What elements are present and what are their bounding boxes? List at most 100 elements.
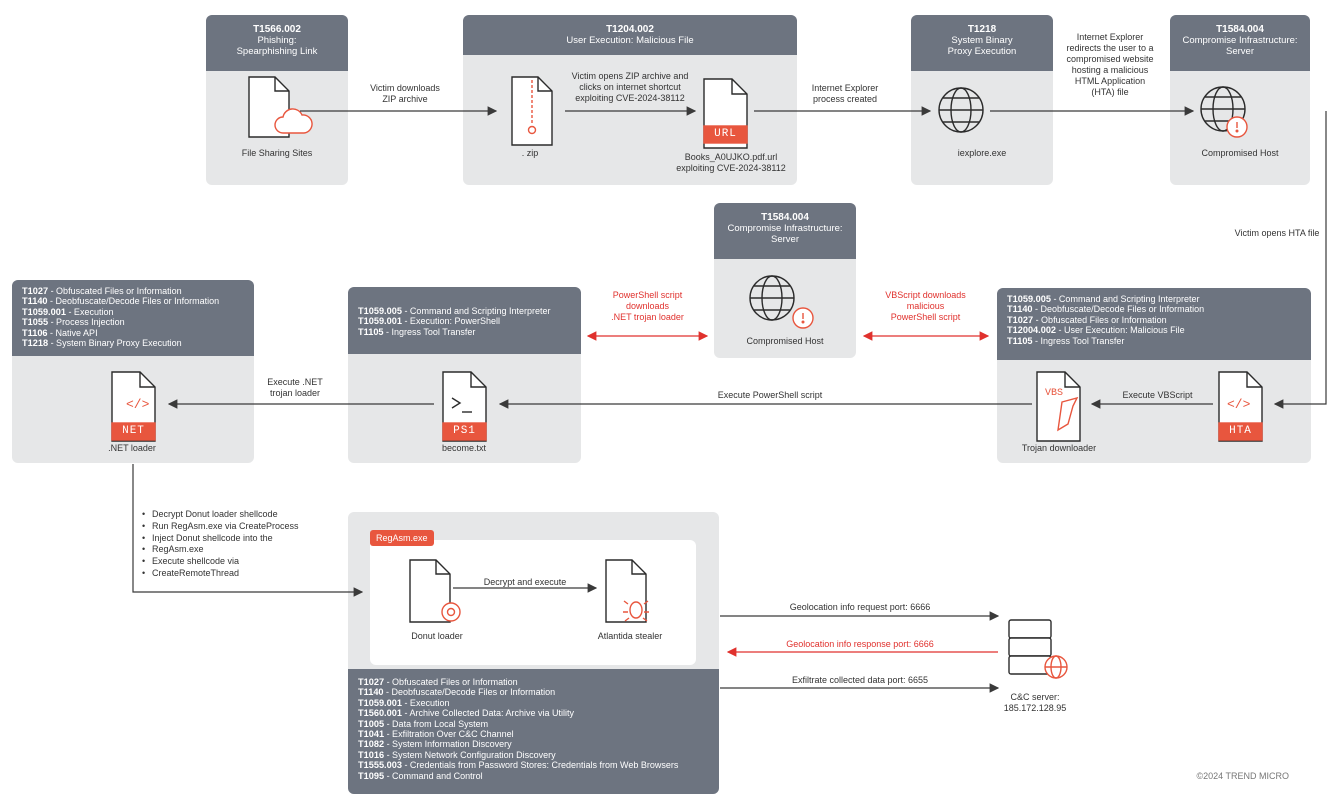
label-line: Internet Explorer: [811, 83, 879, 93]
technique-code: T1055: [22, 317, 49, 328]
technique-row: T1059.001 - Execution: [22, 307, 244, 317]
technique-row: T1082 - System Information Discovery: [358, 739, 709, 749]
technique-row: T12004.002 - User Execution: Malicious F…: [1007, 325, 1301, 335]
globe-alert-icon: [1200, 86, 1248, 138]
regasm-tag: RegAsm.exe: [370, 530, 434, 546]
technique-name: - Deobfuscate/Decode Files or Informatio…: [383, 687, 556, 698]
technique-code: T1140: [22, 296, 48, 307]
server-icon: [1008, 619, 1068, 679]
technique-code: T1105: [358, 326, 384, 337]
loader-step: Run RegAsm.exe via CreateProcess: [142, 521, 299, 533]
cc-server-ip: 185.172.128.95: [1003, 703, 1067, 713]
label-line: (HTA) file: [1091, 87, 1129, 97]
label-line: Victim downloads: [370, 83, 440, 93]
net-badge: NET: [122, 425, 145, 437]
loader-step-cont: CreateRemoteThread: [142, 568, 299, 580]
technique-row: T1140 - Deobfuscate/Decode Files or Info…: [1007, 304, 1301, 314]
technique-name: - Command and Control: [384, 770, 483, 781]
technique-list: T1059.005 - Command and Scripting Interp…: [997, 288, 1311, 360]
technique-code: T1027: [358, 677, 385, 687]
label-line: compromised website: [1066, 54, 1154, 64]
technique-row: T1041 - Exfiltration Over C&C Channel: [358, 729, 709, 739]
technique-title-1: Compromise Infrastructure:: [727, 223, 843, 234]
hta-badge: HTA: [1229, 425, 1252, 437]
label-line: redirects the user to a: [1066, 43, 1154, 53]
technique-name: - Execution: [401, 697, 450, 708]
technique-row: T1095 - Command and Control: [358, 771, 709, 781]
technique-code: T1016: [358, 749, 385, 760]
technique-row: T1218 - System Binary Proxy Execution: [22, 338, 244, 348]
technique-code: T1059.001: [358, 316, 402, 327]
gear-file-icon: [409, 559, 461, 623]
technique-row: T1059.005 - Command and Scripting Interp…: [358, 306, 571, 316]
globe-icon: [938, 87, 984, 133]
node-caption: Compromised Host: [746, 336, 824, 346]
label-line: process created: [812, 94, 878, 104]
technique-name: - Data from Local System: [384, 718, 489, 729]
technique-name: - Obfuscated Files or Information: [48, 286, 182, 296]
label-line: Execute .NET: [267, 377, 323, 387]
globe-alert-icon: [749, 275, 814, 329]
url-badge: URL: [714, 128, 737, 140]
technique-code: T1566.002: [253, 24, 301, 35]
technique-name: - Execution: [65, 306, 114, 317]
label-line: .NET trojan loader: [611, 312, 684, 322]
technique-name: - Credentials from Password Stores: Cred…: [401, 760, 679, 771]
technique-row: T1055 - Process Injection: [22, 317, 244, 327]
technique-name: - Process Injection: [48, 317, 125, 328]
label-line: PowerShell script: [612, 290, 683, 300]
technique-code: T1027: [22, 286, 49, 296]
label-line: trojan loader: [269, 388, 321, 398]
url-file-icon: [703, 78, 748, 149]
technique-row: T1027 - Obfuscated Files or Information: [22, 286, 244, 296]
technique-code: T1095: [358, 770, 385, 781]
technique-title: Phishing: Spearphishing Link: [236, 35, 318, 57]
cc-server-label: C&C server: 185.172.128.95: [990, 692, 1080, 714]
label-line: hosting a malicious: [1071, 65, 1149, 75]
technique-name: - Command and Scripting Interpreter: [1050, 294, 1200, 304]
technique-name: - Exfiltration Over C&C Channel: [384, 729, 514, 740]
node-caption: become.txt: [441, 443, 487, 453]
technique-name: - System Information Discovery: [384, 739, 512, 750]
technique-name: - System Network Configuration Discovery: [384, 749, 556, 760]
decrypt-label: Decrypt and execute: [483, 577, 567, 587]
technique-code: T1082: [358, 739, 385, 750]
technique-title-1: System Binary: [951, 35, 1013, 46]
node-caption: File Sharing Sites: [241, 148, 313, 158]
stealer-caption: Atlantida stealer: [597, 631, 663, 641]
svg-text:</>: </>: [126, 397, 150, 412]
loader-steps: Decrypt Donut loader shellcode Run RegAs…: [142, 509, 299, 580]
node-caption: iexplore.exe: [957, 148, 1007, 158]
url-cve: exploiting CVE-2024-38112: [676, 163, 786, 173]
loader-step: Execute shellcode via: [142, 556, 299, 568]
ps1-badge: PS1: [453, 425, 476, 437]
technique-code: T1059.005: [1007, 294, 1051, 304]
arrow-label-geo-response: Geolocation info response port: 6666: [786, 639, 934, 649]
technique-code: T1105: [1007, 335, 1033, 346]
technique-name: - Deobfuscate/Decode Files or Informatio…: [47, 296, 220, 307]
label-line: malicious: [906, 301, 945, 311]
technique-row: T1105 - Ingress Tool Transfer: [1007, 336, 1301, 346]
technique-code: T1584.004: [1216, 24, 1264, 35]
technique-row: T1027 - Obfuscated Files or Information: [1007, 315, 1301, 325]
flow-arrows: [132, 106, 1327, 693]
label-line: ZIP archive: [382, 94, 428, 104]
vbs-badge: VBS: [1044, 388, 1063, 399]
arrow-label-exfil: Exfiltrate collected data port: 6655: [791, 675, 929, 685]
copyright: ©2024 TREND MICRO: [1196, 771, 1290, 781]
zip-file-icon: [511, 76, 553, 146]
technique-title-1: Compromise Infrastructure:: [1182, 35, 1298, 46]
box-compromise-top: T1584.004 Compromise Infrastructure: Ser…: [1170, 15, 1310, 185]
hta-file-icon: </>: [1218, 371, 1263, 442]
loader-step: Inject Donut shellcode into the: [142, 533, 299, 545]
technique-code: T1059.001: [358, 697, 402, 708]
label-line: VBScript downloads: [885, 290, 966, 300]
label-line: HTML Application: [1074, 76, 1146, 86]
svg-text:</>: </>: [1227, 397, 1251, 412]
label-line: Internet Explorer: [1076, 32, 1144, 42]
zip-caption: . zip: [521, 148, 539, 158]
